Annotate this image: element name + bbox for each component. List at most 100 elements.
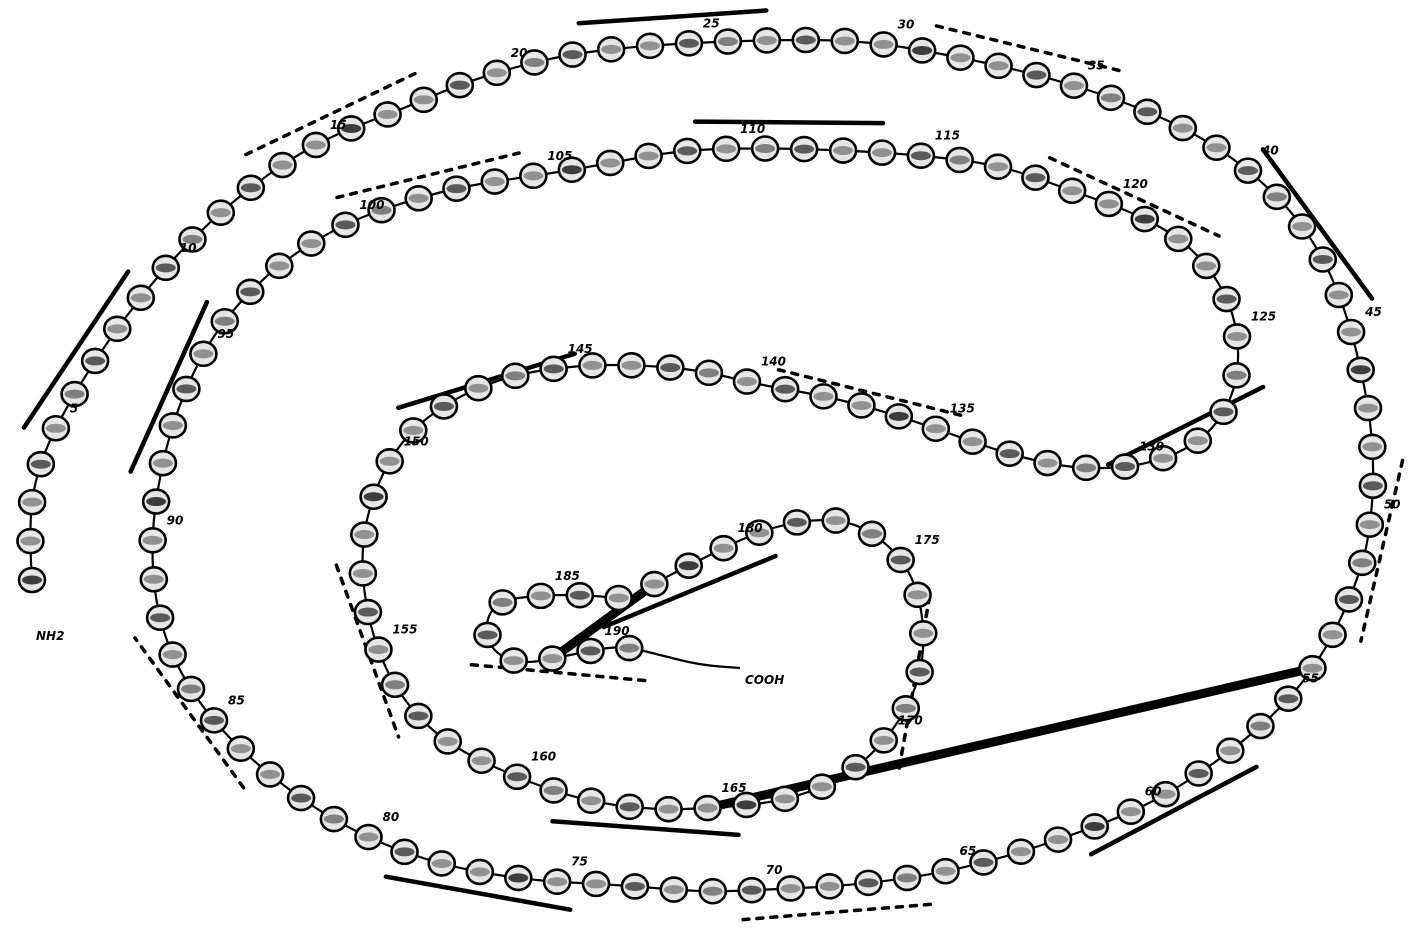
residue-band [434,402,454,411]
residue-bead [1035,451,1061,475]
residue-band [913,629,933,638]
residue-band [204,716,224,725]
residue-band [163,650,183,659]
residue-band [1363,481,1383,490]
residue-bead [469,749,495,773]
residue-bead [695,796,721,820]
residue-bead [1193,254,1219,278]
residue-band [493,598,513,607]
residue-number-label: 55 [1302,672,1319,686]
residue-band [1362,442,1382,451]
residue-bead [739,878,765,902]
residue-band [619,644,639,653]
residue-band [846,763,866,772]
residue-bead [350,561,376,585]
residue-bead [1185,429,1211,453]
residue-band [46,424,66,433]
residue-band [472,756,492,765]
residue-bead [520,164,546,188]
residue-bead [597,151,623,175]
residue-band [1038,459,1058,468]
residue-beads [17,28,1385,903]
residue-bead [772,377,798,401]
residue-band [468,384,488,393]
residue-band [755,144,775,153]
residue-number-label: 45 [1364,305,1382,319]
residue-band [699,368,719,377]
residue-band [144,575,164,584]
residue-band [796,36,816,45]
residue-band [1085,822,1105,831]
residue-band [163,421,183,430]
residue-bead [616,636,642,660]
residue-band [757,36,777,45]
residue-bead [1059,179,1085,203]
residue-bead [467,860,493,884]
residue-band [131,293,151,302]
residue-bead [1310,247,1336,271]
residue-band [1025,173,1045,182]
residue-number-label: 140 [761,355,786,369]
residue-band [1188,436,1208,445]
residue-bead [140,528,166,552]
residue-number-label: 40 [1261,144,1279,158]
residue-number-label: 95 [217,327,234,341]
residue-bead [484,61,510,85]
residue-band [241,183,261,192]
residue-number-label: 10 [180,241,197,255]
residue-band [581,796,601,805]
residue-band [531,591,551,600]
residue-bead [474,623,500,647]
residue-band [1137,107,1157,116]
residue-bead [560,43,586,67]
residue-number-label: 190 [605,624,630,638]
direction-arrow [579,10,766,23]
residue-bead [1355,396,1381,420]
residue-bead [832,29,858,53]
residue-band [487,68,507,77]
residue-bead [1134,100,1160,124]
residue-band [20,537,40,546]
residue-band [911,151,931,160]
residue-bead [567,583,593,607]
residue-band [1267,192,1287,201]
residue-band [963,437,983,446]
residue-band [544,364,564,373]
residue-band [639,151,659,160]
residue-band [335,220,355,229]
residue-number-label: 160 [531,750,556,764]
residue-band [644,580,664,589]
residue-bead [674,139,700,163]
residue-band [504,656,524,665]
residue-number-label: 90 [167,513,184,527]
residue-band [380,457,400,466]
residue-band [547,877,567,886]
residue-bead [656,797,682,821]
residue-bead [201,708,227,732]
residue-band [742,886,762,895]
residue-bead [713,137,739,161]
residue-bead [1098,86,1124,110]
residue-bead [266,254,292,278]
residue-bead [150,451,176,475]
residue-bead [598,37,624,61]
residue-bead [907,660,933,684]
residue-bead [365,638,391,662]
residue-band [679,39,699,48]
residue-number-label: 80 [382,810,399,824]
residue-band [269,261,289,270]
residue-band [446,184,466,193]
residue-number-label: 85 [228,693,245,707]
c-terminus-label: COOH [745,673,784,687]
residue-band [736,800,756,809]
residue-bead [541,778,567,802]
residue-number-label: 75 [571,855,588,869]
residue-number-label: 35 [1088,59,1105,73]
residue-number-label: 60 [1145,785,1162,799]
residue-band [1099,199,1119,208]
residue-band [989,61,1009,70]
residue-bead [1214,287,1240,311]
residue-number-label: 110 [740,122,765,136]
residue-band [1173,124,1193,133]
residue-band [65,390,85,399]
